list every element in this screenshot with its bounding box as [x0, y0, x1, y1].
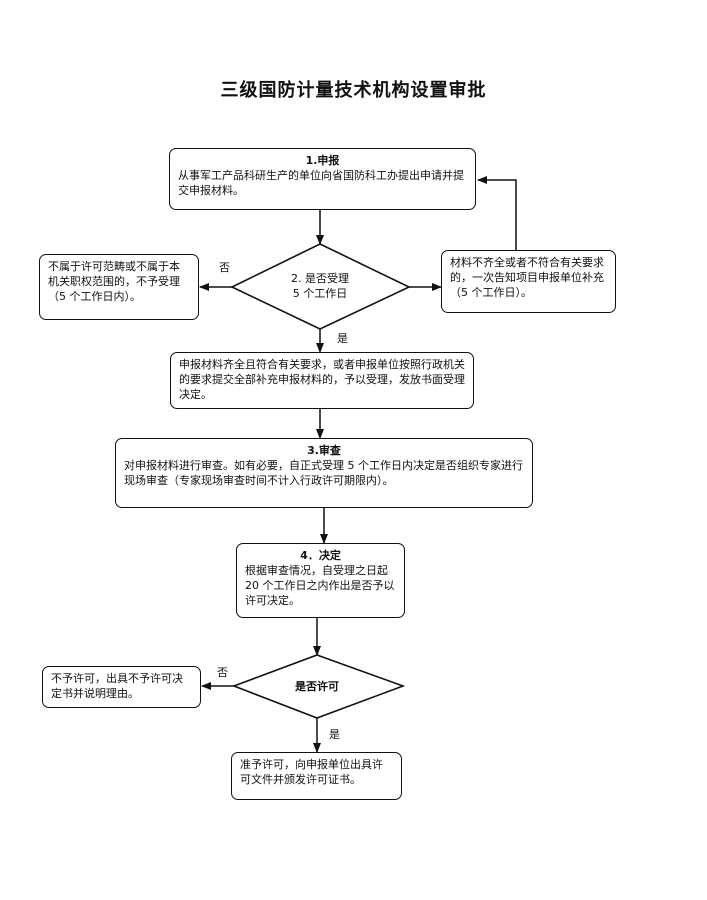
decision-step-text: 根据审查情况，自受理之日起 20 个工作日之内作出是否予以许可决定。 [245, 564, 395, 607]
permit-question: 是否许可 [295, 680, 339, 693]
deny-box: 不予许可，出具不予许可决定书并说明理由。 [42, 666, 201, 708]
supplement-text: 材料不齐全或者不符合有关要求的，一次告知项目申报单位补充（5 个工作日）。 [450, 256, 604, 299]
review-step-box: 3.审查 对申报材料进行审查。如有必要，自正式受理 5 个工作日内决定是否组织专… [115, 438, 533, 508]
label-yes-permit: 是 [329, 728, 340, 741]
accepted-box: 申报材料齐全且符合有关要求，或者申报单位按照行政机关的要求提交全部补充申报材料的… [170, 352, 474, 409]
permit-diamond [231, 654, 406, 719]
review-step-heading: 3.审查 [307, 444, 341, 457]
review-step-text: 对申报材料进行审查。如有必要，自正式受理 5 个工作日内决定是否组织专家进行现场… [124, 459, 523, 487]
reject-scope-text: 不属于许可范畴或不属于本机关职权范围的，不予受理（5 个工作日内）。 [48, 260, 180, 303]
label-no-accept: 否 [219, 261, 230, 274]
label-yes-accept: 是 [337, 332, 348, 345]
accept-question-title: 2. 是否受理 [291, 272, 349, 285]
accept-question: 2. 是否受理 5 个工作日 [250, 271, 390, 301]
reject-scope-box: 不属于许可范畴或不属于本机关职权范围的，不予受理（5 个工作日内）。 [39, 254, 199, 320]
apply-step-box: 1.申报 从事军工产品科研生产的单位向省国防科工办提出申请并提交申报材料。 [169, 148, 476, 210]
decision-step-box: 4．决定 根据审查情况，自受理之日起 20 个工作日之内作出是否予以许可决定。 [236, 543, 405, 618]
deny-text: 不予许可，出具不予许可决定书并说明理由。 [51, 672, 183, 700]
decision-step-heading: 4．决定 [300, 549, 341, 562]
label-no-permit: 否 [217, 666, 228, 679]
apply-step-text: 从事军工产品科研生产的单位向省国防科工办提出申请并提交申报材料。 [178, 169, 464, 197]
accept-question-days: 5 个工作日 [292, 287, 348, 300]
grant-box: 准予许可，向申报单位出具许可文件并颁发许可证书。 [231, 752, 402, 800]
grant-text: 准予许可，向申报单位出具许可文件并颁发许可证书。 [240, 758, 383, 786]
accept-diamond [230, 243, 411, 330]
page-title: 三级国防计量技术机构设置审批 [220, 80, 487, 101]
supplement-box: 材料不齐全或者不符合有关要求的，一次告知项目申报单位补充（5 个工作日）。 [441, 250, 616, 313]
accepted-text: 申报材料齐全且符合有关要求，或者申报单位按照行政机关的要求提交全部补充申报材料的… [179, 358, 465, 401]
arrow-supplement-to-apply [477, 176, 517, 250]
apply-step-heading: 1.申报 [305, 154, 340, 167]
